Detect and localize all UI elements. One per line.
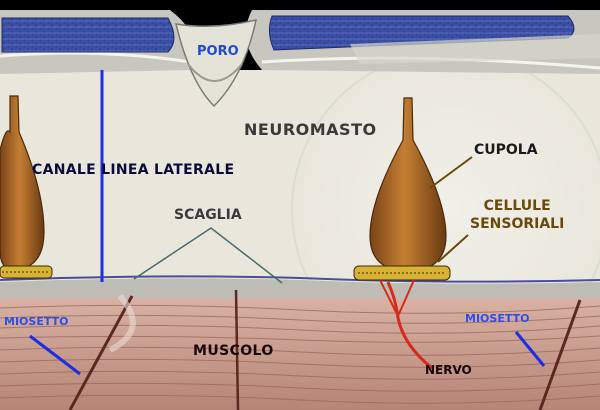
label-muscolo: MUSCOLO (193, 343, 274, 359)
myoseptum-right (538, 299, 582, 410)
neuromast-right (353, 97, 451, 281)
skin-lower (0, 278, 600, 300)
label-neuromasto: NEUROMASTO (244, 120, 377, 139)
neuromast-left (0, 95, 53, 279)
label-scaglia: SCAGLIA (174, 207, 242, 223)
label-cupola: CUPOLA (474, 142, 538, 158)
myoseptum-center (234, 289, 240, 410)
label-miosetto-right: MIOSETTO (465, 312, 530, 325)
muscle-highlight (108, 294, 136, 353)
skin-lower-edge (0, 275, 600, 283)
scale-top-left (1, 17, 175, 53)
label-nervo: NERVO (425, 363, 472, 377)
scale-edge-right (350, 34, 600, 64)
label-poro: PORO (197, 44, 239, 59)
pore-rim (187, 63, 243, 82)
miosetto-left-pointer (29, 334, 81, 376)
myoseptum-left (68, 295, 134, 410)
cupola-pointer (429, 156, 473, 189)
muscle-fibers (0, 304, 600, 404)
label-canale-linea-laterale: CANALE LINEA LATERALE (32, 162, 235, 178)
cellule-pointer (437, 234, 469, 263)
nerve-branches (379, 279, 415, 319)
scaglia-pointer (133, 227, 283, 284)
label-cellule-line2: SENSORIALI (470, 215, 565, 232)
miosetto-right-pointer (514, 331, 546, 367)
skin-highlight-left (0, 51, 191, 64)
pore-opening (175, 18, 257, 108)
label-cellule-line1: CELLULE (483, 198, 551, 214)
label-cellule-sensoriali: CELLULE SENSORIALI (470, 198, 564, 233)
label-miosetto-left: MIOSETTO (4, 315, 69, 328)
